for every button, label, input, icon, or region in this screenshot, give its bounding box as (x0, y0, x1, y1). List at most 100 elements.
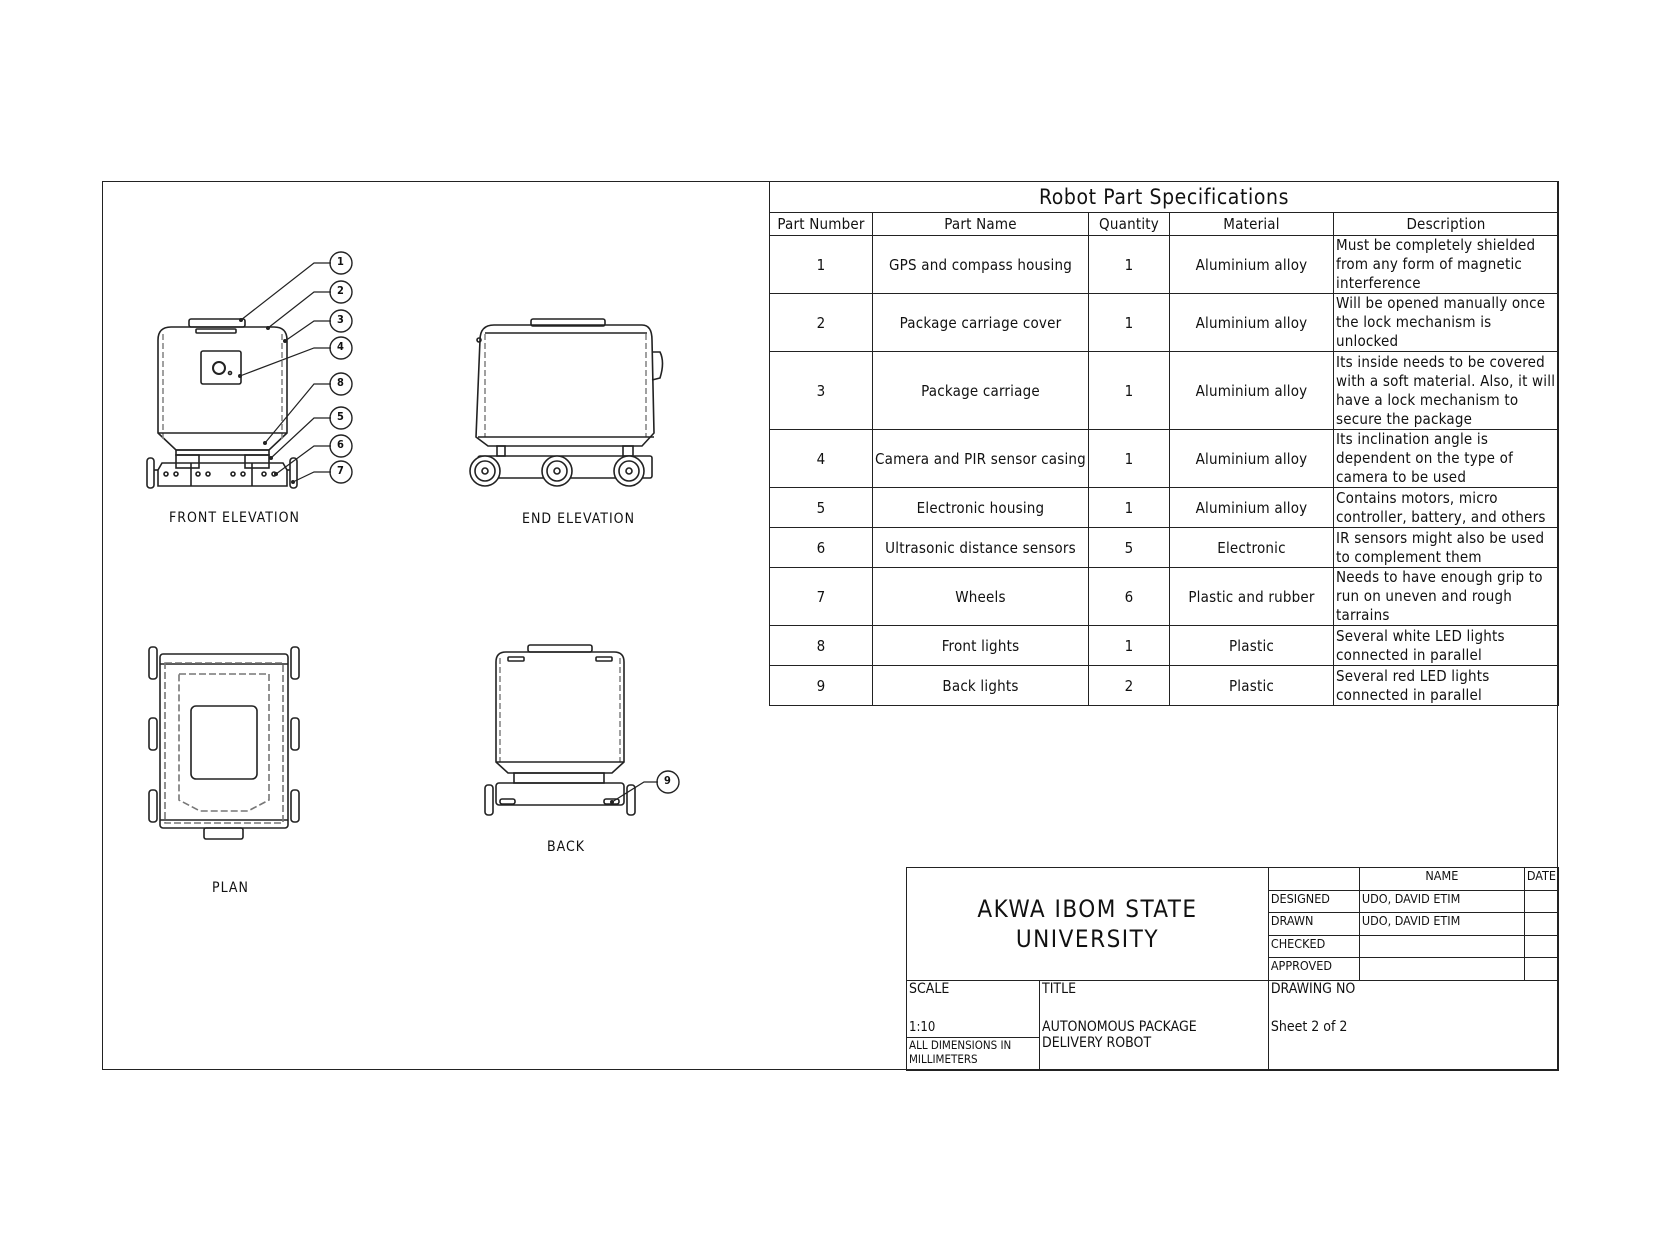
balloon-1 (329, 251, 353, 275)
role-row-checked: CHECKED (907, 934, 1560, 959)
part-number: 1 (769, 235, 873, 294)
part-number: 4 (769, 429, 873, 488)
scale-cell: SCALE 1:10 (906, 979, 1040, 1039)
drawing-number-cell: DRAWING NO Sheet 2 of 2 (1267, 979, 1560, 1072)
role-label: CHECKED (1267, 934, 1360, 959)
role-label: APPROVED (1267, 957, 1360, 981)
table-row: 7 Wheels 6 Plastic and rubber Needs to h… (769, 567, 1559, 626)
material: Plastic (1169, 625, 1334, 666)
header-quantity: Quantity (1088, 212, 1170, 236)
quantity: 1 (1088, 487, 1170, 528)
balloon-6-label: 6 (337, 438, 345, 451)
title-block: AKWA IBOM STATE UNIVERSITY NAME DATE DES… (906, 867, 1560, 1072)
header-description: Description (1333, 212, 1559, 236)
role-date (1523, 912, 1560, 936)
description: Must be completely shielded from any for… (1333, 235, 1559, 294)
title-cell: TITLE AUTONOMOUS PACKAGE DELIVERY ROBOT (1039, 979, 1269, 1072)
quantity: 2 (1088, 665, 1170, 706)
description: Several red LED lights connected in para… (1333, 665, 1559, 706)
front-elevation-label: FRONT ELEVATION (169, 510, 300, 526)
role-header-blank (1267, 867, 1360, 891)
balloon-2-label: 2 (337, 284, 345, 297)
part-number: 8 (769, 625, 873, 666)
balloon-3-label: 3 (337, 313, 345, 326)
title-label: TITLE (1042, 980, 1077, 997)
balloon-4-label: 4 (337, 340, 345, 353)
balloon-9-label: 9 (664, 774, 672, 787)
balloon-8-label: 8 (337, 376, 345, 389)
role-name (1358, 957, 1525, 981)
table-row: 9 Back lights 2 Plastic Several red LED … (769, 665, 1559, 706)
material: Aluminium alloy (1169, 429, 1334, 488)
table-row: 8 Front lights 1 Plastic Several white L… (769, 625, 1559, 666)
scale-value: 1:10 (909, 1020, 936, 1036)
part-number: 9 (769, 665, 873, 706)
table-row: 1 GPS and compass housing 1 Aluminium al… (769, 235, 1559, 294)
table-row: 6 Ultrasonic distance sensors 5 Electron… (769, 527, 1559, 568)
quantity: 1 (1088, 293, 1170, 352)
part-name: Electronic housing (872, 487, 1089, 528)
part-name: Wheels (872, 567, 1089, 626)
part-number: 7 (769, 567, 873, 626)
parts-specification-table: Robot Part Specifications Part Number Pa… (769, 181, 1559, 706)
part-name: Package carriage (872, 351, 1089, 430)
table-row: 5 Electronic housing 1 Aluminium alloy C… (769, 487, 1559, 528)
sheet-number: Sheet 2 of 2 (1270, 1018, 1348, 1035)
table-header-row: Part Number Part Name Quantity Material … (769, 212, 1559, 236)
part-number: 6 (769, 527, 873, 568)
quantity: 6 (1088, 567, 1170, 626)
role-date (1523, 934, 1560, 959)
material: Electronic (1169, 527, 1334, 568)
description: Contains motors, micro controller, batte… (1333, 487, 1559, 528)
table-row: 2 Package carriage cover 1 Aluminium all… (769, 293, 1559, 352)
quantity: 1 (1088, 429, 1170, 488)
institution-name: AKWA IBOM STATE UNIVERSITY (906, 867, 1269, 981)
part-number: 2 (769, 293, 873, 352)
units-note: ALL DIMENSIONS IN MILLIMETERS (906, 1037, 1040, 1071)
balloon-5-label: 5 (337, 410, 345, 423)
name-header: NAME (1358, 867, 1525, 891)
front-elevation-drawing (146, 251, 353, 489)
part-name: Front lights (872, 625, 1089, 666)
role-name: UDO, DAVID ETIM (1358, 889, 1525, 914)
date-header: DATE (1523, 867, 1560, 891)
title-value-line1: AUTONOMOUS PACKAGE (1042, 1018, 1197, 1035)
back-drawing (484, 644, 680, 816)
scale-label: SCALE (909, 980, 950, 997)
description: Several white LED lights connected in pa… (1333, 625, 1559, 666)
role-date (1523, 957, 1560, 981)
quantity: 1 (1088, 235, 1170, 294)
quantity: 5 (1088, 527, 1170, 568)
description: Will be opened manually once the lock me… (1333, 293, 1559, 352)
description: IR sensors might also be used to complem… (1333, 527, 1559, 568)
back-label: BACK (547, 839, 586, 855)
description: Needs to have enough grip to run on unev… (1333, 567, 1559, 626)
role-label: DRAWN (1267, 912, 1360, 936)
part-name: Back lights (872, 665, 1089, 706)
plan-label: PLAN (212, 880, 249, 896)
header-material: Material (1169, 212, 1334, 236)
table-row: 4 Camera and PIR sensor casing 1 Alumini… (769, 429, 1559, 488)
description: Its inside needs to be covered with a so… (1333, 351, 1559, 430)
description: Its inclination angle is dependent on th… (1333, 429, 1559, 488)
role-row-approved: APPROVED (907, 957, 1560, 981)
table-title: Robot Part Specifications (769, 181, 1559, 213)
table-row: 3 Package carriage 1 Aluminium alloy Its… (769, 351, 1559, 430)
plan-drawing (148, 646, 300, 840)
end-elevation-label: END ELEVATION (522, 511, 635, 527)
part-name: GPS and compass housing (872, 235, 1089, 294)
quantity: 1 (1088, 625, 1170, 666)
material: Aluminium alloy (1169, 235, 1334, 294)
title-value-line2: DELIVERY ROBOT (1042, 1034, 1152, 1051)
part-number: 5 (769, 487, 873, 528)
role-label: DESIGNED (1267, 889, 1360, 914)
header-part-name: Part Name (872, 212, 1089, 236)
role-name: UDO, DAVID ETIM (1358, 912, 1525, 936)
balloon-1-label: 1 (337, 255, 345, 268)
part-name: Ultrasonic distance sensors (872, 527, 1089, 568)
role-name (1358, 934, 1525, 959)
material: Aluminium alloy (1169, 293, 1334, 352)
role-date (1523, 889, 1560, 914)
balloon-7-label: 7 (337, 464, 345, 477)
